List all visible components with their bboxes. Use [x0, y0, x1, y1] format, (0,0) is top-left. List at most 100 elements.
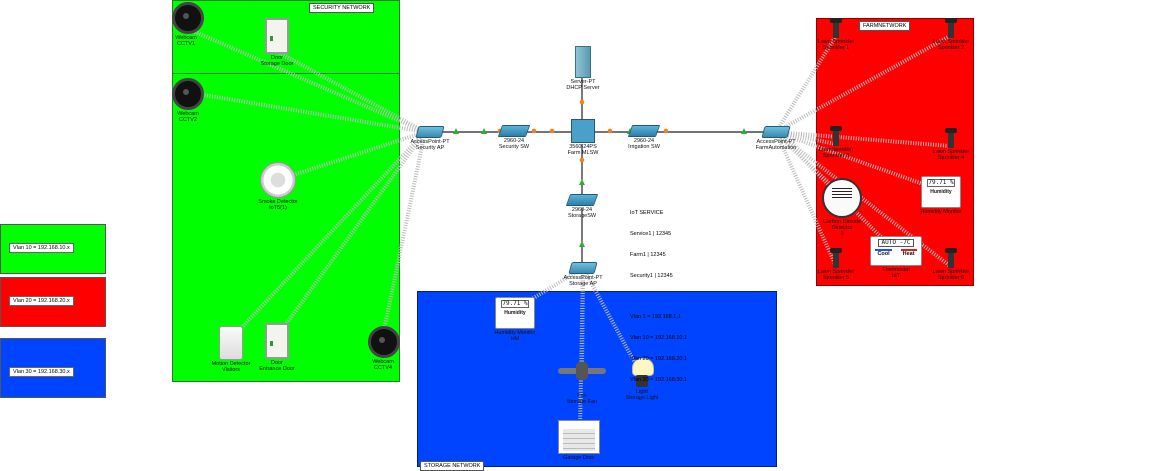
webcam-icon — [172, 2, 204, 34]
access-point-icon — [761, 126, 791, 138]
security-network-title: SECURITY NETWORK — [309, 3, 375, 13]
wireless-link — [185, 90, 426, 134]
info-account: Farm1 | 12345 — [630, 252, 666, 258]
farm-network-title: FARMNETWORK — [859, 21, 911, 31]
farm-humidity-monitor[interactable]: 79.71 % Humidity Humidity Monitor — [912, 176, 970, 215]
storage-ap[interactable]: AccessPoint-PT Storage AP — [558, 262, 608, 287]
device-name: FarmAutomation — [755, 145, 797, 151]
iot-service-info: IoT SERVICE Service1 | 12345 Farm1 | 123… — [630, 196, 687, 391]
device-type: Door — [271, 55, 283, 61]
device-type: 2960-24 — [571, 207, 593, 213]
sprinkler-1[interactable]: Lawn Sprinkler Sprinkler 1 — [816, 18, 856, 51]
security-switch[interactable]: 2960-24 Security SW — [494, 125, 534, 150]
wireless-link — [775, 34, 951, 134]
security-ap[interactable]: AccessPoint-PT Security AP — [406, 126, 454, 151]
sprinkler-2[interactable]: Lawn Sprinkler Sprinkler 2 — [930, 18, 972, 51]
device-name: Sprinkler 6 — [937, 275, 965, 281]
device-name: Garage Door — [563, 455, 595, 461]
device-type: Carbon Dioxide Detector — [823, 219, 861, 231]
wireless-link — [277, 130, 426, 182]
legend-label: Vlan 20 = 192.168.20.x — [9, 296, 74, 306]
device-name: Sprinkler 5 — [822, 275, 850, 281]
device-type: 2960-24 — [503, 138, 525, 144]
irrigation-switch[interactable]: 2960-24 Irrigation SW — [622, 125, 666, 150]
device-type: Motion Detector — [211, 361, 251, 367]
device-type: AccessPoint-PT — [756, 139, 796, 145]
info-account: Security1 | 12345 — [630, 273, 673, 279]
device-type: Webcam — [372, 359, 394, 365]
port-status-indicator — [741, 128, 747, 134]
device-name: CCTV1 — [176, 41, 196, 47]
storage-humidity-monitor[interactable]: 79.71 % Humidity Humidity Monitor HM — [486, 297, 544, 342]
device-name: Storage Light — [625, 395, 659, 401]
device-name: Sprinkler 4 — [937, 155, 965, 161]
device-type: LawnSprinkler — [818, 147, 854, 153]
carbon-dioxide-detector[interactable]: Carbon Dioxide Detector 1 — [812, 178, 872, 237]
sprinkler-icon — [943, 18, 959, 38]
webcam-cctv2[interactable]: Webcam CCTV2 — [172, 78, 204, 123]
storage-switch[interactable]: 2960-24 StorageSW — [562, 194, 602, 219]
door-entrance[interactable]: Door Entrance Door — [256, 323, 298, 372]
device-name: Storage Fan — [566, 399, 598, 405]
motion-detector-icon — [219, 326, 243, 360]
device-name: CCTV2 — [178, 117, 198, 123]
info-gateway: Vlan 10 = 192.168.10.1 — [630, 335, 688, 341]
device-type: Door — [271, 360, 283, 366]
thermostat-display: AUTO -7C — [878, 239, 914, 247]
humidity-reading: 79.71 % — [501, 300, 529, 308]
sprinkler-6[interactable]: Lawn Sprinkler Sprinkler 6 — [930, 248, 972, 281]
sprinkler-3[interactable]: LawnSprinkler Sprinkler 3 — [816, 126, 856, 159]
device-name: Irrigation SW — [628, 144, 660, 150]
device-name: IoT — [892, 273, 900, 279]
device-name: Security AP — [415, 145, 445, 151]
port-status-indicator — [531, 128, 537, 134]
port-status-indicator — [579, 157, 585, 163]
port-status-indicator — [607, 128, 613, 134]
device-name: 1 — [840, 231, 844, 237]
webcam-icon — [172, 78, 204, 110]
sprinkler-4[interactable]: Lawn Sprinkler Sprinkler 4 — [930, 128, 972, 161]
legend-vlan30: Vlan 30 = 192.168.30.x — [0, 338, 106, 398]
device-type: Lawn Sprinkler — [817, 269, 855, 275]
device-name: Storage Door — [260, 61, 294, 67]
motion-detector[interactable]: Motion Detector Visitors — [206, 326, 256, 373]
garage-door[interactable]: Garage Door — [554, 420, 604, 461]
device-name: HM — [510, 336, 520, 342]
port-status-indicator — [549, 128, 555, 134]
device-name: Sprinkler 2 — [937, 45, 965, 51]
humidity-monitor-icon: 79.71 % Humidity — [921, 176, 961, 208]
port-status-indicator — [663, 128, 669, 134]
device-name: DHCP Server — [566, 85, 600, 91]
humidity-label: Humidity — [504, 310, 526, 316]
device-type: Humidity Monitor — [494, 330, 536, 336]
access-point-icon — [568, 262, 598, 274]
storage-light[interactable]: Light Storage Light — [620, 358, 664, 401]
webcam-cctv4[interactable]: Webcam CCTV4 — [368, 326, 400, 371]
wireless-link — [578, 267, 585, 431]
device-type: Webcam — [175, 35, 197, 41]
sprinkler-icon — [943, 248, 959, 268]
wireless-link — [185, 26, 426, 134]
device-type: 3560-24PS — [569, 144, 597, 150]
storage-fan[interactable]: Fan Storage Fan — [552, 352, 612, 405]
humidity-label: Humidity — [930, 189, 952, 195]
device-name: Sprinkler 1 — [822, 45, 850, 51]
device-name: Sprinkler 3 — [822, 153, 850, 159]
device-name: Security SW — [498, 144, 530, 150]
farm-multilayer-switch[interactable]: 3560-24PS Farm MLSW — [564, 119, 602, 156]
farm-ap[interactable]: AccessPoint-PT FarmAutomation — [750, 126, 802, 151]
webcam-cctv1[interactable]: Webcam CCTV1 — [172, 2, 204, 47]
info-gateway: Vlan 30 = 192.168.30.1 — [630, 377, 688, 383]
humidity-monitor-icon: 79.71 % Humidity — [495, 297, 535, 329]
sprinkler-5[interactable]: Lawn Sprinkler Sprinkler 5 — [816, 248, 856, 281]
smoke-detector-icon — [260, 162, 296, 198]
smoke-detector[interactable]: Smoke Detector IoT5(1) — [252, 162, 304, 211]
door-storage[interactable]: Door Storage Door — [256, 18, 298, 67]
device-name: Storage AP — [569, 281, 597, 287]
thermostat[interactable]: AUTO -7C Cool Heat Thermostat IoT — [870, 236, 922, 279]
device-name: Farm MLSW — [567, 150, 599, 156]
lamp-icon — [629, 358, 655, 388]
dhcp-server[interactable]: Server-PT DHCP Server — [560, 46, 606, 91]
heat-mode: Heat — [900, 249, 917, 257]
garage-door-icon — [558, 420, 600, 454]
